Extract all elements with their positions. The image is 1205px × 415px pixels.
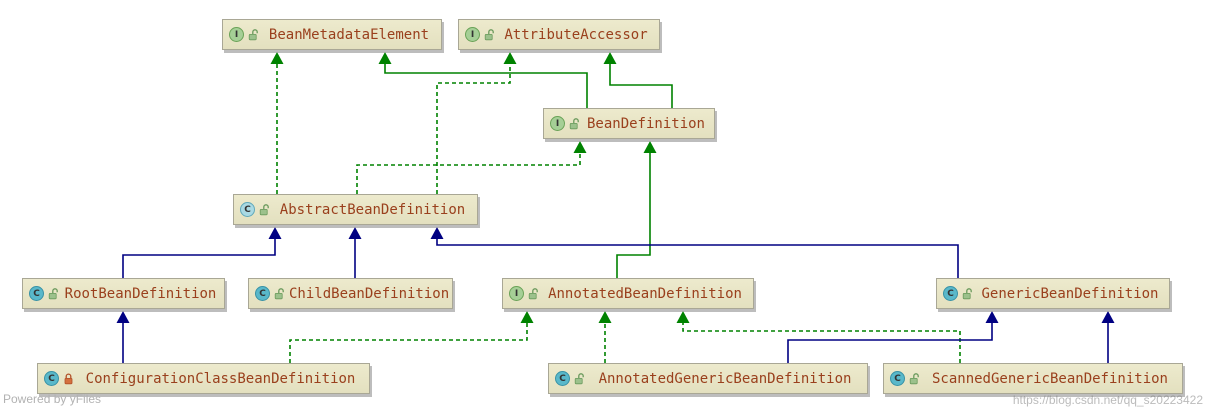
node-label: AttributeAccessor bbox=[504, 26, 648, 43]
edge-BeanDefinition-AttributeAccessor bbox=[603, 52, 673, 108]
yfiles-watermark: Powered by yFiles bbox=[3, 392, 102, 406]
node-BeanDefinition[interactable]: I BeanDefinition bbox=[543, 108, 715, 139]
node-label: ChildBeanDefinition bbox=[289, 285, 450, 302]
open-lock-icon bbox=[962, 287, 972, 299]
edge-AnnotatedGenericBeanDefinition-GenericBeanDefinition bbox=[787, 311, 999, 363]
class-icon: C bbox=[44, 371, 59, 386]
edge-ConfigurationClassBeanDefinition-AnnotatedBeanDefinition bbox=[289, 311, 534, 363]
edge-ChildBeanDefinition-AbstractBeanDefinition bbox=[348, 227, 362, 278]
open-lock-icon bbox=[569, 117, 579, 129]
arrowhead-implements-icon bbox=[520, 311, 534, 323]
open-lock-icon bbox=[48, 287, 58, 299]
edge-AbstractBeanDefinition-AttributeAccessor bbox=[436, 52, 517, 194]
interface-icon: I bbox=[509, 286, 524, 301]
edge-GenericBeanDefinition-AbstractBeanDefinition bbox=[430, 227, 959, 278]
node-label: BeanMetadataElement bbox=[268, 26, 430, 43]
arrowhead-implements-icon bbox=[676, 311, 690, 323]
open-lock-icon bbox=[248, 28, 258, 40]
edge-AbstractBeanDefinition-BeanDefinition bbox=[356, 141, 587, 194]
csdn-watermark: https://blog.csdn.net/qq_s20223422 bbox=[1012, 393, 1203, 407]
node-label: BeanDefinition bbox=[586, 115, 705, 132]
edge-BeanDefinition-BeanMetadataElement bbox=[378, 52, 588, 108]
edge-AnnotatedBeanDefinition-BeanDefinition bbox=[616, 141, 657, 278]
edge-AnnotatedGenericBeanDefinition-AnnotatedBeanDefinition bbox=[598, 311, 612, 363]
edge-ScannedGenericBeanDefinition-GenericBeanDefinition bbox=[1101, 311, 1115, 363]
open-lock-icon bbox=[259, 203, 269, 215]
edge-ScannedGenericBeanDefinition-AnnotatedBeanDefinition bbox=[676, 311, 961, 363]
arrowhead-extends-icon bbox=[430, 227, 444, 239]
arrowhead-extends-icon bbox=[378, 52, 392, 64]
arrowhead-extends-icon bbox=[985, 311, 999, 323]
open-lock-icon bbox=[274, 287, 284, 299]
open-lock-icon bbox=[528, 287, 538, 299]
node-AttributeAccessor[interactable]: I AttributeAccessor bbox=[458, 19, 660, 50]
node-ScannedGenericBeanDefinition[interactable]: C ScannedGenericBeanDefinition bbox=[883, 363, 1183, 394]
closed-lock-icon bbox=[64, 372, 73, 384]
node-label: AbstractBeanDefinition bbox=[279, 201, 466, 218]
node-ChildBeanDefinition[interactable]: C ChildBeanDefinition bbox=[248, 278, 453, 309]
class-icon: C bbox=[255, 286, 270, 301]
class-icon: C bbox=[555, 371, 570, 386]
node-ConfigurationClassBeanDefinition[interactable]: C ConfigurationClassBeanDefinition bbox=[37, 363, 370, 394]
open-lock-icon bbox=[484, 28, 494, 40]
arrowhead-extends-icon bbox=[603, 52, 617, 64]
class-icon: C bbox=[240, 202, 255, 217]
arrowhead-extends-icon bbox=[348, 227, 362, 239]
class-icon: C bbox=[890, 371, 905, 386]
class-icon: C bbox=[29, 286, 44, 301]
node-label: ScannedGenericBeanDefinition bbox=[931, 370, 1168, 387]
open-lock-icon bbox=[909, 372, 919, 384]
node-AbstractBeanDefinition[interactable]: C AbstractBeanDefinition bbox=[233, 194, 478, 225]
node-GenericBeanDefinition[interactable]: C GenericBeanDefinition bbox=[936, 278, 1170, 309]
arrowhead-implements-icon bbox=[598, 311, 612, 323]
node-label: GenericBeanDefinition bbox=[981, 285, 1159, 302]
node-RootBeanDefinition[interactable]: C RootBeanDefinition bbox=[22, 278, 225, 309]
arrowhead-implements-icon bbox=[503, 52, 517, 64]
interface-icon: I bbox=[550, 116, 565, 131]
node-label: RootBeanDefinition bbox=[64, 285, 217, 302]
edge-ConfigurationClassBeanDefinition-RootBeanDefinition bbox=[116, 311, 130, 363]
node-AnnotatedBeanDefinition[interactable]: I AnnotatedBeanDefinition bbox=[502, 278, 754, 309]
arrowhead-extends-icon bbox=[268, 227, 282, 239]
interface-icon: I bbox=[465, 27, 480, 42]
node-BeanMetadataElement[interactable]: I BeanMetadataElement bbox=[222, 19, 442, 50]
arrowhead-implements-icon bbox=[270, 52, 284, 64]
node-label: ConfigurationClassBeanDefinition bbox=[85, 370, 356, 387]
node-AnnotatedGenericBeanDefinition[interactable]: C AnnotatedGenericBeanDefinition bbox=[548, 363, 868, 394]
node-label: AnnotatedGenericBeanDefinition bbox=[598, 370, 852, 387]
arrowhead-extends-icon bbox=[116, 311, 130, 323]
class-icon: C bbox=[943, 286, 958, 301]
arrowhead-extends-icon bbox=[643, 141, 657, 153]
open-lock-icon bbox=[574, 372, 584, 384]
arrowhead-extends-icon bbox=[1101, 311, 1115, 323]
edge-RootBeanDefinition-AbstractBeanDefinition bbox=[122, 227, 282, 278]
interface-icon: I bbox=[229, 27, 244, 42]
arrowhead-implements-icon bbox=[573, 141, 587, 153]
edge-AbstractBeanDefinition-BeanMetadataElement bbox=[270, 52, 284, 194]
node-label: AnnotatedBeanDefinition bbox=[548, 285, 742, 302]
